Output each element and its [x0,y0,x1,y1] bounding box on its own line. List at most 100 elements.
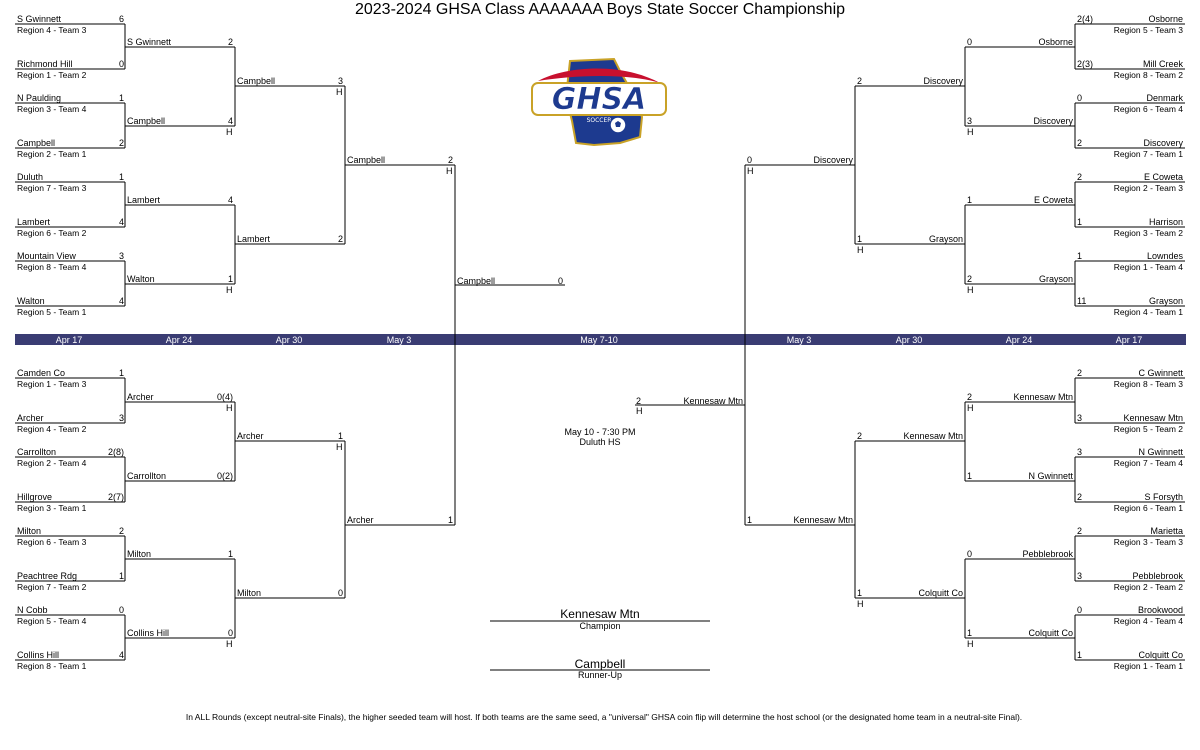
final-score: 2 [636,396,642,406]
champion-team: Kennesaw Mtn [560,607,640,621]
r2-score: 0 [967,549,973,559]
r1-score: 3 [118,251,124,261]
host-marker: H [226,285,233,295]
r2-team: Osborne [1038,37,1073,47]
r1-score: 4 [118,296,124,306]
r1-seed: Region 3 - Team 2 [1113,228,1183,238]
r2-team: Pebblebrook [1022,549,1073,559]
r1-team: Pebblebrook [1132,571,1183,581]
r4-score: 2 [447,155,453,165]
host-marker: H [967,285,974,295]
host-marker: H [857,599,864,609]
r1-seed: Region 5 - Team 2 [1113,424,1183,434]
r1-score: 4 [118,217,124,227]
r1-team: Denmark [1146,93,1183,103]
r1-score: 3 [1077,413,1083,423]
r1-score: 11 [1077,296,1087,306]
r1-team: Mountain View [17,251,76,261]
r1-team: Discovery [1143,138,1183,148]
r4-team: Archer [347,515,374,525]
r1-team: Marietta [1150,526,1183,536]
host-marker: H [226,403,233,413]
r1-team: S Forsyth [1144,492,1183,502]
r1-seed: Region 5 - Team 1 [17,307,87,317]
host-marker: H [226,127,233,137]
round-date: May 3 [786,335,812,345]
r1-team: Milton [17,526,42,536]
r2-team: Grayson [1038,274,1073,284]
r1-score: 2(8) [107,447,124,457]
host-marker: H [226,639,233,649]
r2-team: Kennesaw Mtn [1013,392,1073,402]
logo-banner [531,82,667,116]
r3-team: Grayson [928,234,963,244]
r3-team: Archer [237,431,264,441]
r2-score: 1 [967,628,973,638]
r1-team: Hillgrove [17,492,53,502]
r1-seed: Region 3 - Team 1 [17,503,87,513]
r1-score: 1 [118,368,124,378]
r1-team: Osborne [1148,14,1183,24]
r1-seed: Region 4 - Team 4 [1113,616,1183,626]
soccer-ball-patch [615,121,621,127]
round-date: May 3 [386,335,412,345]
r2-team: Campbell [127,116,166,126]
r1-seed: Region 7 - Team 1 [1113,149,1183,159]
r1-seed: Region 5 - Team 3 [1113,25,1183,35]
r1-seed: Region 2 - Team 4 [17,458,87,468]
r3-team: Lambert [237,234,271,244]
r1-team: Grayson [1148,296,1183,306]
r1-team: C Gwinnett [1138,368,1183,378]
r1-score: 2(4) [1077,14,1094,24]
r3-score: 2 [337,234,343,244]
r1-seed: Region 2 - Team 3 [1113,183,1183,193]
host-marker: H [967,639,974,649]
runnerup-team: Campbell [574,657,626,671]
runnerup-label: Runner-Up [577,670,623,680]
r3-score: 3 [337,76,343,86]
r3-score: 1 [857,588,863,598]
r2-team: Walton [127,274,155,284]
r1-seed: Region 4 - Team 1 [1113,307,1183,317]
round-date: Apr 24 [165,335,193,345]
r1-score: 1 [1077,217,1083,227]
r2-team: S Gwinnett [127,37,172,47]
r1-seed: Region 2 - Team 2 [1113,582,1183,592]
r2-team: Collins Hill [127,628,170,638]
r1-team: Carrollton [17,447,57,457]
r1-score: 2 [118,526,124,536]
r1-seed: Region 3 - Team 3 [1113,537,1183,547]
r2-score: 3 [967,116,973,126]
r1-score: 3 [118,413,124,423]
r2-team: Discovery [1033,116,1073,126]
round-date: Apr 17 [55,335,83,345]
r3-score: 2 [857,76,863,86]
round-date-band [15,334,1186,345]
r1-team: S Gwinnett [17,14,62,24]
final-team: Kennesaw Mtn [683,396,743,406]
r1-score: 1 [118,93,124,103]
r1-score: 2 [1077,138,1083,148]
r4-team: Kennesaw Mtn [793,515,853,525]
r1-score: 1 [118,172,124,182]
r2-team: N Gwinnett [1028,471,1073,481]
r1-seed: Region 1 - Team 2 [17,70,87,80]
logo-text: GHSA [552,82,647,117]
round-date: Apr 30 [895,335,923,345]
r1-score: 0 [1077,605,1083,615]
r3-team: Milton [237,588,262,598]
host-marker: H [967,127,974,137]
r2-score: 1 [227,549,233,559]
r3-team: Campbell [237,76,276,86]
r2-score: 0(2) [216,471,233,481]
r1-team: Lambert [17,217,51,227]
r3-score: 1 [337,431,343,441]
round-date: Apr 30 [275,335,303,345]
host-marker: H [336,87,343,97]
r1-seed: Region 1 - Team 1 [1113,661,1183,671]
r1-team: N Gwinnett [1138,447,1183,457]
r1-seed: Region 7 - Team 3 [17,183,87,193]
r1-team: Duluth [17,172,44,182]
r1-score: 1 [118,571,124,581]
